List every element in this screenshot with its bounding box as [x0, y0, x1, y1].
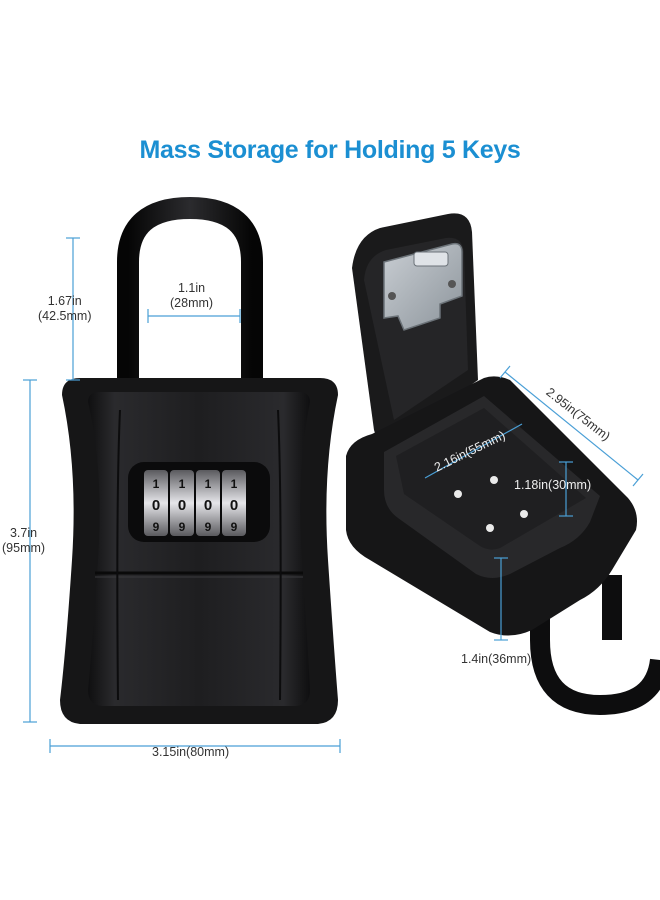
shackle-width-mm: (28mm)	[170, 296, 214, 310]
dial-digit: 1	[153, 477, 160, 491]
dial-wheel	[144, 470, 168, 536]
dial-digit: 0	[204, 497, 212, 514]
dial-wheel	[222, 470, 246, 536]
shackle-height-in: 1.67in	[47, 294, 82, 308]
shackle-drop-label: 1.4in(36mm)	[461, 652, 532, 666]
dial-digit: 9	[205, 520, 212, 534]
inner-height-label: 1.18in(30mm)	[514, 478, 592, 492]
dial-wheel	[196, 470, 220, 536]
dial-digit: 9	[231, 520, 238, 534]
dial-digit: 9	[179, 520, 186, 534]
page-title: Mass Storage for Holding 5 Keys	[139, 136, 521, 164]
dial-digit: 1	[205, 477, 212, 491]
combination-dials	[144, 470, 246, 536]
lockbox-front-view: 1 1 1 1 0 0 0 0 9 9 9 9	[60, 196, 338, 724]
shackle-width-label: 1.1in (28mm)	[170, 281, 213, 311]
dial-digit: 1	[231, 477, 238, 491]
body-height-in: 3.7in	[9, 526, 38, 540]
shackle-width-in: 1.1in	[177, 281, 206, 295]
lockbox-open-view	[346, 213, 660, 716]
dial-digit: 0	[152, 497, 160, 514]
dial-digit: 0	[178, 497, 186, 514]
dial-digit: 1	[179, 477, 186, 491]
dial-digit: 9	[153, 520, 160, 534]
lock-face	[88, 392, 310, 706]
dial-digit: 0	[230, 497, 238, 514]
shackle-height-mm: (42.5mm)	[38, 309, 92, 323]
body-height-mm: (95mm)	[2, 541, 46, 555]
dimension-lines	[23, 237, 644, 753]
body-height-label: 3.7in (95mm)	[2, 526, 45, 556]
dial-wheel	[170, 470, 194, 536]
body-width-label: 3.15in(80mm)	[152, 745, 230, 759]
shackle-height-label: 1.67in (42.5mm)	[38, 294, 91, 324]
